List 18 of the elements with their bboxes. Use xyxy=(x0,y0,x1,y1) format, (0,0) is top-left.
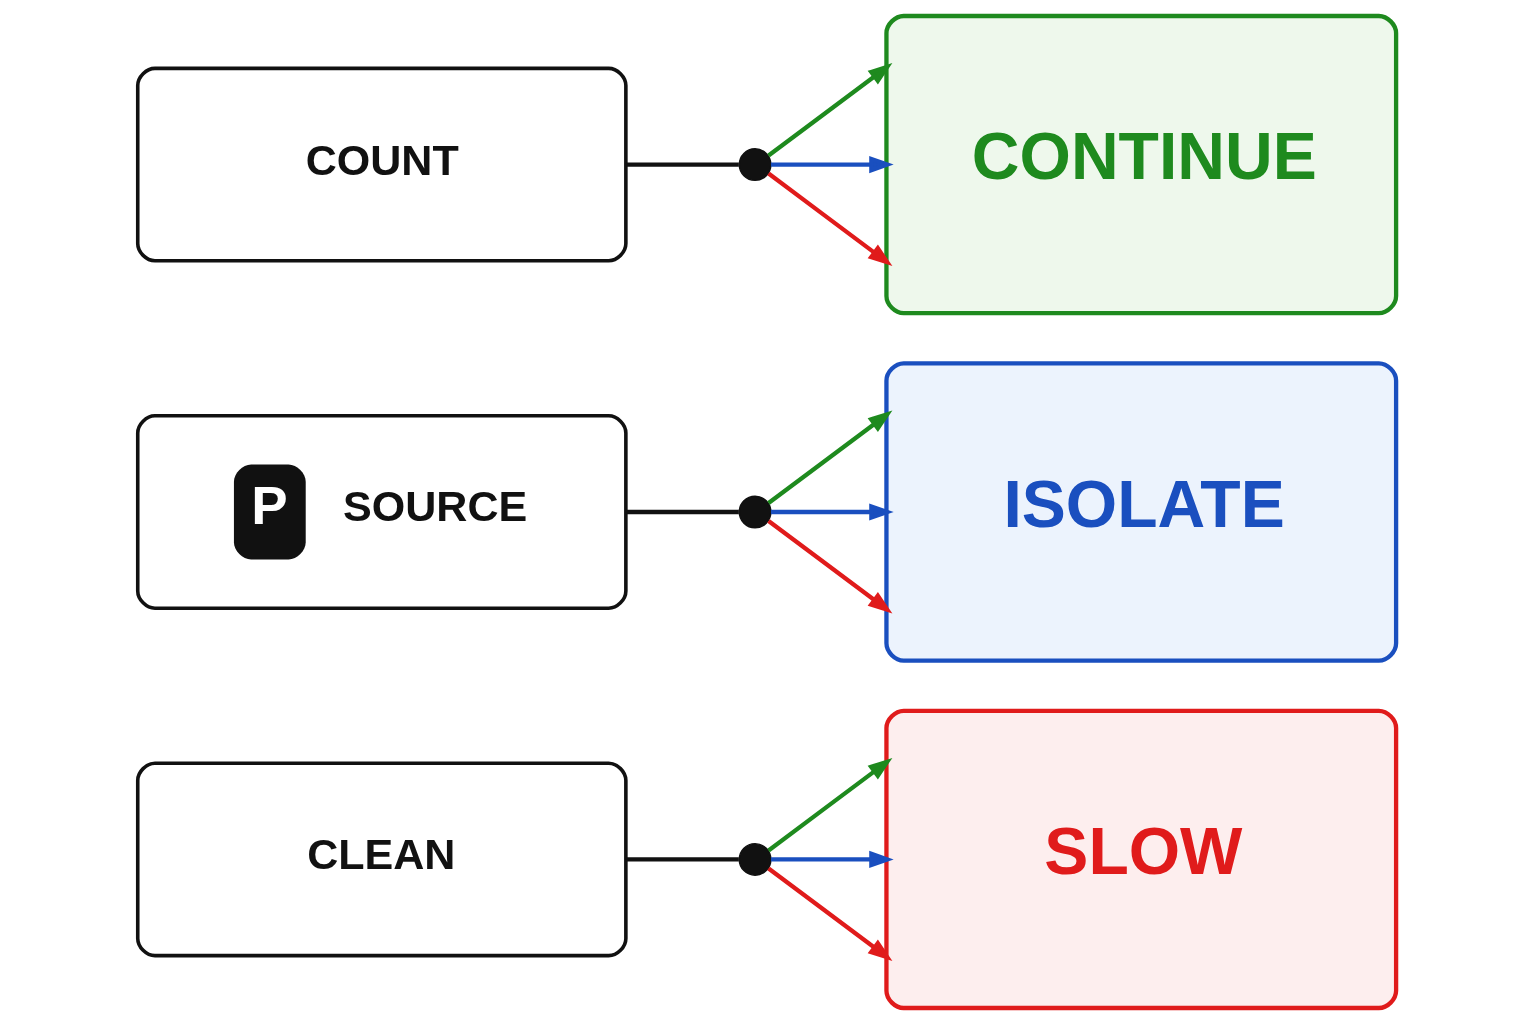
node-circle xyxy=(738,842,772,876)
arrow xyxy=(767,866,893,961)
arrow xyxy=(767,519,893,614)
arrow xyxy=(771,850,894,868)
arrow xyxy=(767,410,893,505)
arrow xyxy=(767,757,893,853)
node-box: CLEAN xyxy=(135,761,628,958)
arrow xyxy=(767,63,893,158)
node-box: COUNT xyxy=(135,66,628,263)
arrow xyxy=(771,503,894,521)
node-circle xyxy=(738,495,772,529)
connector xyxy=(626,857,739,862)
arrow xyxy=(771,156,894,174)
node-circle xyxy=(738,148,772,182)
node-box: P SOURCE xyxy=(135,414,628,610)
connector xyxy=(626,162,739,167)
arrow xyxy=(767,171,893,267)
connector xyxy=(626,509,739,515)
